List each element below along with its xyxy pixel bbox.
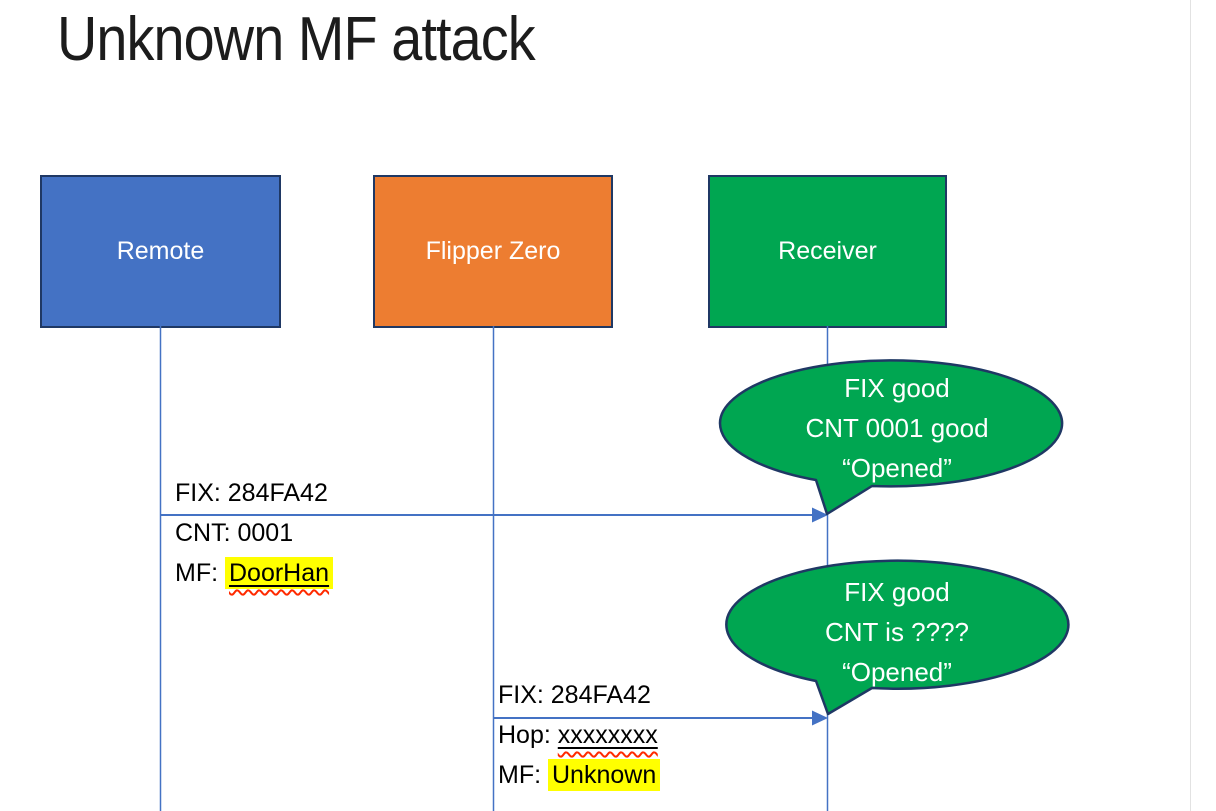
message-1-cnt: CNT: 0001 xyxy=(175,519,294,547)
message-1-label: FIX: 284FA42 CNT: 0001 MF: DoorHan xyxy=(175,473,334,593)
callout-2-text: FIX good CNT is ???? “Opened” xyxy=(726,572,1068,692)
callout-2-line-1: FIX good xyxy=(844,577,950,607)
message-2-mf-value: Unknown xyxy=(552,761,657,789)
message-2-mf-prefix: MF: xyxy=(498,761,548,789)
message-2-fix: FIX: 284FA42 xyxy=(498,681,651,709)
message-2-hop-value: xxxxxxxx xyxy=(557,721,658,749)
message-arrow-1-head xyxy=(812,507,828,523)
message-2-hop-prefix: Hop: xyxy=(498,721,558,749)
message-1-fix: FIX: 284FA42 xyxy=(175,479,328,507)
message-2-hop: Hop: xxxxxxxx xyxy=(498,715,660,755)
actor-label-receiver: Receiver xyxy=(778,237,877,265)
callout-2-line-3: “Opened” xyxy=(842,657,952,687)
message-1-mf-highlight: DoorHan xyxy=(225,557,334,589)
slide-edge-line xyxy=(1190,0,1191,811)
callout-2-line-2: CNT is ???? xyxy=(824,617,970,647)
actor-label-flipper-zero: Flipper Zero xyxy=(425,237,561,265)
message-1-mf: MF: DoorHan xyxy=(175,553,334,593)
callout-1-line-1: FIX good xyxy=(844,373,950,403)
message-2-mf: MF: Unknown xyxy=(498,755,661,795)
actor-box-receiver: Receiver xyxy=(708,175,947,328)
message-2-label: FIX: 284FA42 Hop: xxxxxxxx MF: Unknown xyxy=(498,675,661,795)
slide-title: Unknown MF attack xyxy=(57,5,536,74)
speech-bubble-1 xyxy=(718,359,1064,516)
callout-1-text: FIX good CNT 0001 good “Opened” xyxy=(726,368,1068,488)
actor-box-remote: Remote xyxy=(40,175,281,328)
actor-box-flipper-zero: Flipper Zero xyxy=(373,175,613,328)
message-arrow-2-head xyxy=(812,710,828,726)
callout-1-line-2: CNT 0001 good xyxy=(805,413,989,443)
message-2-hop-underline: xxxxxxxx xyxy=(558,721,658,749)
message-2-mf-highlight: Unknown xyxy=(548,759,661,791)
actor-label-remote: Remote xyxy=(116,237,205,265)
speech-bubble-2 xyxy=(725,559,1070,716)
message-1-mf-prefix: MF: xyxy=(175,559,225,587)
message-1-mf-value: DoorHan xyxy=(229,559,330,587)
callout-1-line-3: “Opened” xyxy=(842,453,952,483)
